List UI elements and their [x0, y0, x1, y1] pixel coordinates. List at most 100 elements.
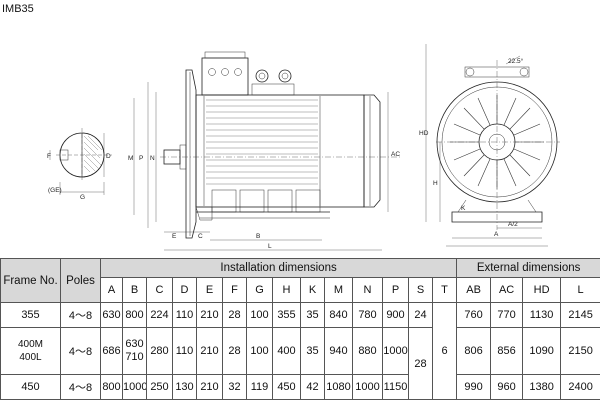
dim-label-ac: AC — [391, 151, 400, 158]
col-n: N — [352, 277, 383, 303]
cell-s-shared: 28 — [408, 327, 433, 400]
cell-ac: 960 — [490, 373, 524, 400]
cell-ac: 770 — [490, 301, 524, 329]
cell-h: 355 — [272, 301, 301, 329]
cell-hd: 1130 — [522, 301, 562, 329]
col-g: G — [246, 277, 273, 303]
cell-hd: 1380 — [522, 373, 562, 400]
cell-b: 1000 — [122, 373, 147, 400]
col-hd: HD — [522, 277, 562, 303]
cell-frame: 355 — [0, 301, 61, 329]
col-c: C — [146, 277, 173, 303]
cell-s: 24 — [408, 301, 433, 329]
cell-ab: 990 — [456, 373, 492, 400]
cell-hd: 1090 — [522, 327, 562, 375]
drawing-title: IMB35 — [2, 3, 34, 15]
cell-h: 450 — [272, 373, 301, 400]
shaft-section-view: F D (GE) G — [47, 128, 112, 201]
cell-m: 840 — [324, 301, 353, 329]
col-l: L — [560, 277, 600, 303]
cell-f: 28 — [222, 301, 247, 329]
cell-a: 630 — [100, 301, 123, 329]
cell-p: 900 — [382, 301, 409, 329]
dim-label-e: E — [172, 233, 177, 240]
cell-k: 35 — [300, 327, 325, 375]
cell-b-a: 630 — [125, 337, 144, 350]
cell-n: 780 — [352, 301, 383, 329]
group-installation-dimensions: Installation dimensions — [99, 258, 458, 278]
col-a: A — [100, 277, 123, 303]
dim-label-k: K — [461, 205, 466, 212]
motor-drawing: IMB35 F D (GE) G — [2, 3, 560, 251]
cell-frame-a: 400M — [17, 338, 43, 350]
cell-e: 210 — [196, 301, 223, 329]
dim-label-ge: (GE) — [48, 187, 62, 194]
cell-b-b: 710 — [125, 350, 144, 363]
table-row: 400M 400L 4～8 686 630 710 280 110 210 28… — [0, 327, 600, 400]
cell-ab: 760 — [456, 301, 492, 329]
col-k: K — [300, 277, 325, 303]
cell-h: 400 — [272, 327, 301, 375]
dim-label-a: A — [494, 231, 499, 238]
table-row: 450 4～8 800 1000 250 130 210 32 119 450 … — [0, 373, 600, 400]
cell-n: 880 — [352, 327, 383, 375]
cell-frame: 450 — [0, 373, 61, 400]
cell-b: 630 710 — [122, 327, 147, 375]
col-f: F — [222, 277, 247, 303]
dim-label-m: M — [128, 155, 133, 162]
cell-m: 940 — [324, 327, 353, 375]
cell-m: 1080 — [324, 373, 353, 400]
dim-label-l: L — [268, 243, 272, 250]
cell-poles: 4～8 — [60, 373, 101, 400]
col-s: S — [408, 277, 433, 303]
dim-label-hd: HD — [419, 130, 429, 137]
col-b: B — [122, 277, 147, 303]
col-poles: Poles — [60, 258, 101, 303]
motor-side-view: P N M AC E C B L — [128, 51, 400, 251]
cell-n: 1000 — [352, 373, 383, 400]
cell-a: 686 — [100, 327, 123, 375]
col-e: E — [196, 277, 223, 303]
cell-poles: 4～8 — [60, 301, 101, 329]
cell-c: 250 — [146, 373, 173, 400]
col-t: T — [431, 277, 458, 303]
dim-label-n: N — [150, 155, 155, 162]
cell-g: 100 — [246, 327, 273, 375]
cell-c: 224 — [146, 301, 173, 329]
cell-l: 2400 — [560, 373, 600, 400]
cell-frame-b: 400L — [19, 351, 42, 363]
cell-f: 28 — [222, 327, 247, 375]
col-ac: AC — [490, 277, 524, 303]
cell-e: 210 — [196, 373, 223, 400]
dim-label-f: F — [47, 153, 51, 160]
cell-l: 2145 — [560, 301, 600, 329]
dim-label-a2: A/2 — [508, 221, 518, 228]
cell-poles: 4～8 — [60, 327, 101, 375]
dim-label-g: G — [80, 194, 85, 201]
col-h: H — [272, 277, 301, 303]
table-row: 355 4～8 630 800 224 110 210 28 100 355 3… — [0, 301, 600, 400]
cell-f: 32 — [222, 373, 247, 400]
cell-b: 800 — [122, 301, 147, 329]
dim-label-d: D — [106, 153, 111, 160]
cell-ac: 856 — [490, 327, 524, 375]
dim-label-h: H — [433, 180, 438, 187]
cell-e: 210 — [196, 327, 223, 375]
cell-g: 100 — [246, 301, 273, 329]
cell-frame: 400M 400L — [0, 327, 61, 375]
cell-ab: 806 — [456, 327, 492, 375]
cell-t-shared: 6 — [431, 302, 458, 400]
cell-g: 119 — [246, 373, 273, 400]
col-m: M — [324, 277, 353, 303]
group-external-dimensions: External dimensions — [456, 258, 600, 278]
dimension-table: Frame No. Poles Installation dimensions … — [0, 258, 600, 400]
cell-d: 110 — [172, 327, 197, 375]
cell-c: 280 — [146, 327, 173, 375]
dim-label-p: P — [139, 155, 143, 162]
cell-k: 42 — [300, 373, 325, 400]
dim-label-c: C — [198, 233, 203, 240]
cell-k: 35 — [300, 301, 325, 329]
col-d: D — [172, 277, 197, 303]
dim-label-angle: 22.5° — [508, 57, 524, 65]
col-frame-no: Frame No. — [0, 258, 61, 303]
